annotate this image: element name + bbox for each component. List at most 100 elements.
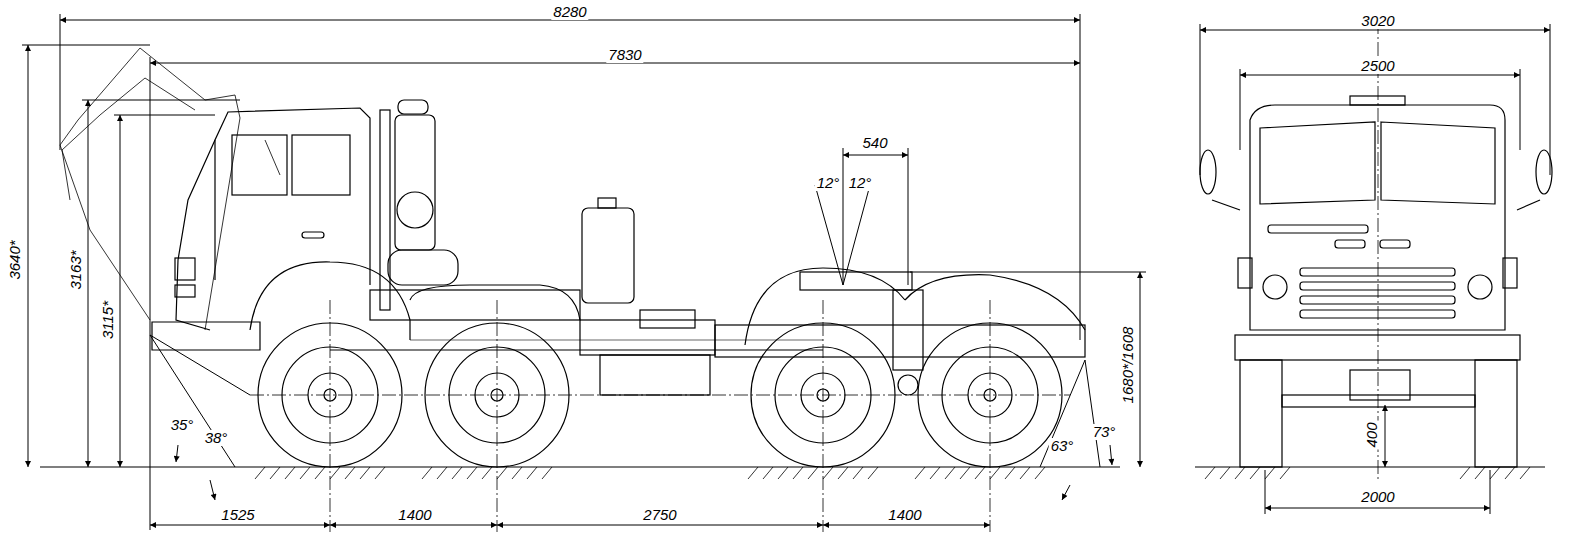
truck-front (1380, 240, 1410, 248)
truck-side (398, 100, 428, 114)
axle-centerlines (210, 230, 1000, 231)
dimension-lines (1520, 69, 1521, 150)
wheels (425, 323, 569, 467)
dimension-lines (1085, 360, 1100, 467)
wheels (258, 323, 402, 467)
dimension-lines (1265, 470, 1266, 514)
dimension-lines (1385, 405, 1386, 467)
truck-side (640, 310, 695, 328)
truck-front (1335, 240, 1365, 248)
truck-side (292, 135, 350, 195)
dimension-label: 35° (169, 417, 196, 433)
dimension-label: 63° (1049, 438, 1076, 454)
dimension-lines (908, 148, 909, 285)
dimension-label: 3115* (100, 299, 116, 341)
dimension-lines (1240, 69, 1241, 150)
wheels (984, 389, 996, 401)
dimension-lines (330, 525, 497, 526)
truck-side (598, 198, 616, 208)
truck-front (1350, 370, 1410, 400)
axle-centerlines (823, 300, 824, 532)
dimension-lines (815, 185, 843, 285)
wheels (258, 323, 1062, 467)
truck-side (176, 140, 215, 330)
dimension-lines (1550, 24, 1551, 175)
wheels (324, 389, 336, 401)
truck-front (1282, 395, 1475, 407)
truck-side (582, 208, 634, 303)
dimension-lines (1200, 30, 1550, 31)
truck-front (1300, 268, 1455, 276)
dimension-label: 73° (1091, 424, 1118, 440)
tilted-cab (60, 48, 240, 330)
dimension-lines (843, 148, 844, 285)
dimension-label: 12° (847, 175, 874, 191)
truck-front (1240, 360, 1282, 467)
dimension-lines (82, 100, 240, 101)
axle-centerlines (990, 300, 991, 532)
dimension-lines (823, 525, 990, 526)
dimension-label: 3020 (1359, 13, 1396, 29)
truck-front (1250, 105, 1505, 330)
axle-centerlines (497, 300, 498, 532)
dimension-lines (1265, 508, 1490, 509)
truck-side (250, 262, 410, 340)
truck-front (1475, 360, 1517, 467)
dimension-lines (150, 525, 330, 526)
dimension-label: 2000 (1359, 489, 1396, 505)
wheels (308, 373, 352, 417)
wheels (775, 347, 871, 443)
truck-side (600, 355, 710, 395)
wheels (968, 373, 1012, 417)
dimension-lines (22, 14, 1550, 530)
dimension-lines (150, 335, 250, 395)
wheels (918, 323, 1062, 467)
dimension-lines (114, 115, 215, 116)
truck-side (905, 275, 1085, 330)
truck-front (1200, 150, 1216, 194)
dimension-label: 38° (203, 430, 230, 446)
wheels (817, 389, 829, 401)
truck-side (395, 115, 435, 250)
truck-side (175, 258, 195, 280)
dimension-lines (60, 14, 61, 150)
truck-side (388, 250, 458, 285)
wheels (942, 347, 1038, 443)
dimension-lines (120, 115, 121, 467)
dimension-lines (176, 445, 178, 462)
truck-front (1260, 122, 1375, 204)
dimension-label: 7830 (606, 47, 643, 63)
wheels (751, 323, 895, 467)
truck-front (1350, 96, 1405, 105)
truck-side (380, 110, 390, 310)
truck-front (1300, 296, 1455, 304)
truck-side (215, 108, 370, 285)
truck-side (893, 290, 923, 370)
ground (40, 466, 1120, 467)
dimension-lines (1140, 272, 1141, 467)
truck-side (330, 349, 823, 350)
dimension-label: 1400 (396, 507, 433, 523)
truck-side (397, 192, 433, 228)
truck-front (1200, 96, 1552, 467)
dimension-lines (22, 45, 150, 46)
truck-front (1300, 282, 1455, 290)
truck-side (370, 290, 580, 320)
truck-front (1381, 122, 1495, 204)
truck-front (1238, 258, 1252, 288)
dimension-label: 1680*/1608 (1120, 325, 1136, 406)
axle-centerlines (210, 20, 1378, 532)
truck-side (800, 272, 912, 290)
dimension-lines (210, 480, 215, 500)
dimension-label: 3640* (7, 238, 23, 281)
dimension-label: 3163* (68, 248, 84, 291)
dimension-lines (28, 45, 29, 467)
wheels (282, 347, 378, 443)
dimension-label: 8280 (551, 4, 588, 20)
ground (255, 467, 1530, 479)
truck-side (898, 375, 918, 395)
dimension-label: 2750 (641, 507, 678, 523)
dimension-lines (1240, 75, 1520, 76)
wheels (475, 373, 519, 417)
